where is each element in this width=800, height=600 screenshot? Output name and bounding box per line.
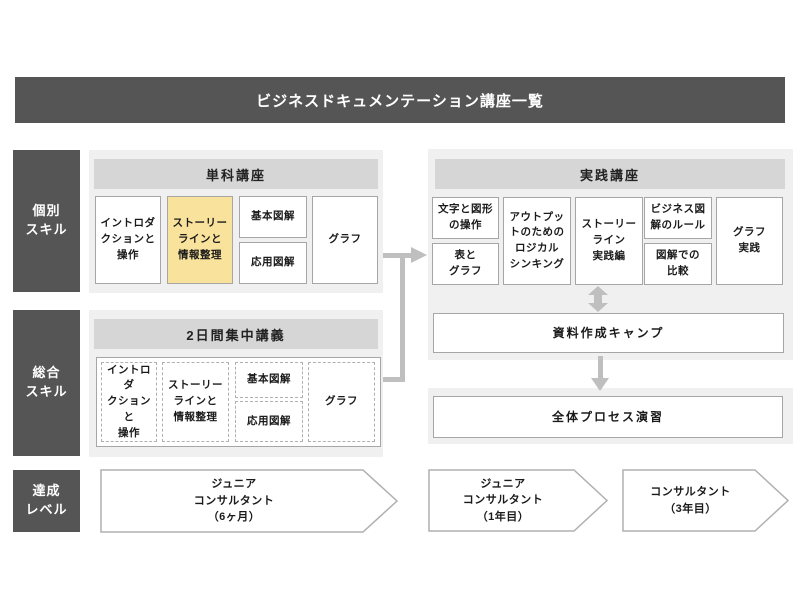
level-arrow-junior-year1: ジュニア コンサルタント （1年目）: [428, 469, 608, 532]
level-arrow-label: ジュニア コンサルタント （6ヶ月）: [193, 478, 275, 524]
practice-courses-header: 実践講座: [435, 159, 785, 189]
connector-arrowhead-right-icon: [411, 247, 427, 263]
connector-line-top: [383, 253, 413, 258]
double-arrow-icon: [588, 286, 608, 312]
single-courses-header: 単科講座: [94, 159, 378, 189]
course-box-storyline-highlighted: ストーリー ラインと 情報整理: [167, 196, 233, 284]
intensive-box-basic-diagram: 基本図解: [235, 362, 303, 398]
down-arrow-shaft: [598, 356, 603, 379]
level-arrow-consultant-year3: コンサルタント （3年目）: [622, 469, 789, 532]
intensive-courses-header: 2日間集中講義: [94, 319, 378, 349]
course-box-diagram-comparison: 図解での 比較: [644, 243, 712, 285]
intensive-box-intro: イントロダ クションと 操作: [101, 362, 157, 442]
course-box-basic-diagram: 基本図解: [239, 196, 307, 238]
course-box-graph-practice: グラフ 実践: [716, 197, 783, 285]
row-label-achievement-level: 達成 レベル: [13, 470, 80, 532]
page-title-bar: ビジネスドキュメンテーション講座一覧: [15, 77, 785, 123]
course-box-graph: グラフ: [312, 196, 378, 284]
course-box-text-and-shapes: 文字と図形 の操作: [432, 197, 499, 239]
intensive-box-applied-diagram: 応用図解: [235, 401, 303, 442]
level-arrow-label: コンサルタント （3年目）: [650, 486, 731, 515]
connector-line-vertical: [400, 253, 405, 382]
row-label-comprehensive-skill: 総合 スキル: [13, 310, 80, 456]
course-box-tables-and-graphs: 表と グラフ: [432, 243, 499, 285]
camp-box: 資料作成キャンプ: [433, 313, 784, 353]
row-label-individual-skill: 個別 スキル: [13, 150, 80, 292]
course-box-applied-diagram: 応用図解: [239, 242, 307, 284]
course-box-storyline-practice: ストーリー ライン 実践編: [575, 197, 643, 285]
down-arrow-head-icon: [591, 378, 609, 391]
intensive-box-storyline: ストーリー ラインと 情報整理: [162, 362, 229, 442]
page-title: ビジネスドキュメンテーション講座一覧: [256, 92, 544, 110]
level-arrow-junior-6months: ジュニア コンサルタント （6ヶ月）: [100, 469, 398, 533]
process-exercise-box: 全体プロセス演習: [433, 396, 783, 438]
course-box-business-diagram-rules: ビジネス図 解のルール: [644, 197, 712, 239]
connector-line-bottom: [383, 377, 405, 382]
intensive-box-graph: グラフ: [308, 362, 375, 442]
level-arrow-label: ジュニア コンサルタント （1年目）: [462, 477, 544, 523]
course-box-logical-thinking: アウトプッ トのための ロジカル シンキング: [503, 197, 571, 285]
course-box-intro: イントロダ クションと 操作: [95, 196, 161, 284]
